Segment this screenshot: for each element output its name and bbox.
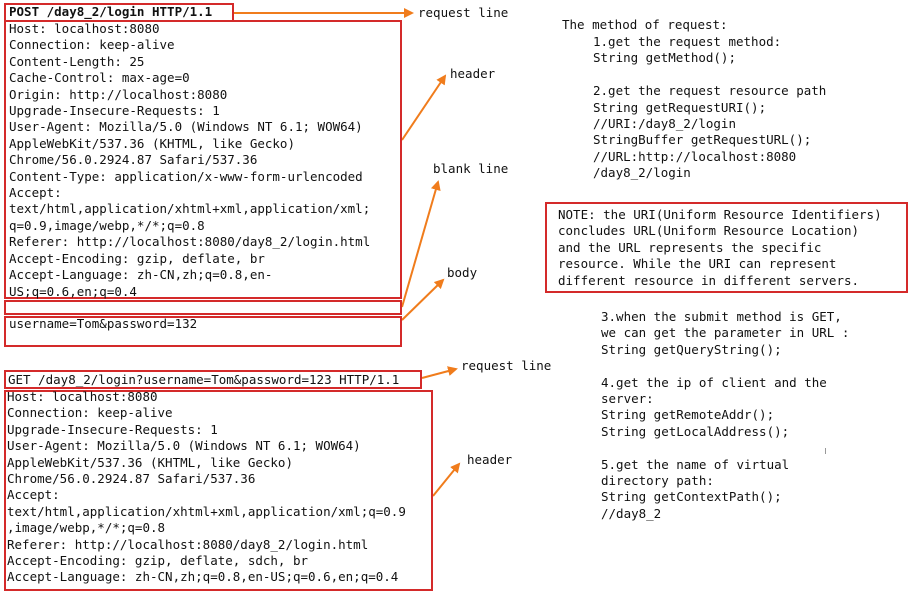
get-request-line: GET /day8_2/login?username=Tom&password=… [8, 372, 400, 387]
note-box-line: resource. While the URI can represent [558, 256, 837, 272]
post-header-line: Upgrade-Insecure-Requests: 1 [9, 103, 220, 119]
get-header-line: User-Agent: Mozilla/5.0 (Windows NT 6.1;… [7, 438, 361, 454]
get-header-line: text/html,application/xhtml+xml,applicat… [7, 503, 406, 519]
get-header-line: Host: localhost:8080 [7, 389, 158, 404]
post-header-line: Host: localhost:8080 [9, 21, 160, 36]
post-body: username=Tom&password=132 [9, 316, 198, 331]
post-header-line: Accept: [9, 185, 62, 201]
notes-line: 4.get the ip of client and the [601, 374, 827, 390]
note-box-line: concludes URL(Uniform Resource Location) [558, 223, 860, 239]
get-header-line: Accept-Language: zh-CN,zh;q=0.8,en-US;q=… [7, 569, 399, 585]
get-header-line: Referer: http://localhost:8080/day8_2/lo… [7, 536, 369, 552]
post-body-box [4, 316, 402, 347]
get-header-line: ,image/webp,*/*;q=0.8 [7, 520, 166, 536]
note-box-line: NOTE: the URI(Uniform Resource Identifie… [558, 207, 882, 222]
notes-line: String getRequestURI(); [593, 99, 767, 115]
post-header-line: Accept-Language: zh-CN,zh;q=0.8,en- [9, 267, 273, 283]
notes-line: String getQueryString(); [601, 341, 782, 357]
note-box-text: NOTE: the URI(Uniform Resource Identifie… [558, 207, 882, 289]
label-post-request-line: request line [418, 5, 509, 20]
notes-line: //URI:/day8_2/login [593, 116, 736, 132]
arrow-get-request-line [421, 366, 458, 379]
get-header-line: Upgrade-Insecure-Requests: 1 [7, 421, 218, 437]
get-header-line: Accept: [7, 487, 60, 503]
label-post-header: header [450, 66, 496, 81]
post-header-line: Content-Type: application/x-www-form-url… [9, 168, 363, 184]
notes-line: directory path: [601, 473, 714, 489]
label-body: body [447, 265, 478, 280]
notes-line: /day8_2/login [593, 165, 691, 181]
notes-line: we can get the parameter in URL : [601, 325, 850, 341]
notes-line: String getLocalAddress(); [601, 423, 790, 439]
get-headers-box [4, 390, 433, 591]
notes-line: String getContextPath(); [601, 489, 782, 505]
post-header-line: US;q=0.6,en;q=0.4 [9, 283, 137, 299]
post-headers-box [4, 20, 402, 299]
get-header-line: Accept-Encoding: gzip, deflate, sdch, br [7, 553, 309, 569]
post-header-line: AppleWebKit/537.36 (KHTML, like Gecko) [9, 135, 295, 151]
notes-group2: 3.when the submit method is GET,we can g… [601, 309, 849, 522]
label-blank-line: blank line [433, 161, 509, 176]
post-request-line: POST /day8_2/login HTTP/1.1 [9, 4, 213, 19]
get-header-line: Connection: keep-alive [7, 405, 173, 421]
arrow-post-header [401, 74, 447, 141]
post-header-line: text/html,application/xhtml+xml,applicat… [9, 201, 371, 217]
post-header-line: Referer: http://localhost:8080/day8_2/lo… [9, 234, 371, 250]
post-header-line: Origin: http://localhost:8080 [9, 86, 228, 102]
arrow-body [401, 278, 445, 321]
note-box [545, 202, 908, 293]
notes-line: server: [601, 391, 654, 407]
get-request-line-box [4, 370, 422, 389]
stray-mark [825, 448, 826, 454]
notes-title: The method of request: [562, 17, 728, 32]
post-header-line: Content-Length: 25 [9, 53, 145, 69]
post-header-line: User-Agent: Mozilla/5.0 (Windows NT 6.1;… [9, 119, 363, 135]
notes-line: String getMethod(); [593, 50, 736, 66]
get-header-line: Chrome/56.0.2924.87 Safari/537.36 [7, 471, 256, 487]
post-header-line: q=0.9,image/webp,*/*;q=0.8 [9, 217, 205, 233]
notes-line: //URL:http://localhost:8080 [593, 148, 797, 164]
post-header-line: Chrome/56.0.2924.87 Safari/537.36 [9, 152, 258, 168]
note-box-line: different resource in different servers. [558, 272, 860, 288]
notes-line: StringBuffer getRequestURL(); [593, 132, 812, 148]
notes-line [601, 440, 849, 456]
post-header-line: Cache-Control: max-age=0 [9, 70, 190, 86]
notes-line: 2.get the request resource path [593, 83, 827, 99]
get-header-line: AppleWebKit/537.36 (KHTML, like Gecko) [7, 454, 293, 470]
post-header-line: Accept-Encoding: gzip, deflate, br [9, 250, 265, 266]
notes-group1: 1.get the request method:String getMetho… [593, 34, 826, 182]
notes-line: //day8_2 [601, 505, 662, 521]
notes-line: 1.get the request method: [593, 34, 782, 49]
label-get-header: header [467, 452, 513, 467]
notes-line: String getRemoteAddr(); [601, 407, 775, 423]
post-header-line: Connection: keep-alive [9, 37, 175, 53]
notes-line [601, 358, 849, 374]
notes-line [593, 67, 826, 83]
arrow-blank-line [401, 180, 441, 308]
post-blank-line-box [4, 300, 402, 315]
label-get-request-line: request line [461, 358, 552, 373]
note-box-line: and the URL represents the specific [558, 239, 822, 255]
notes-line: 3.when the submit method is GET, [601, 309, 842, 324]
notes-line: 5.get the name of virtual [601, 456, 790, 472]
arrow-get-header [432, 462, 461, 497]
